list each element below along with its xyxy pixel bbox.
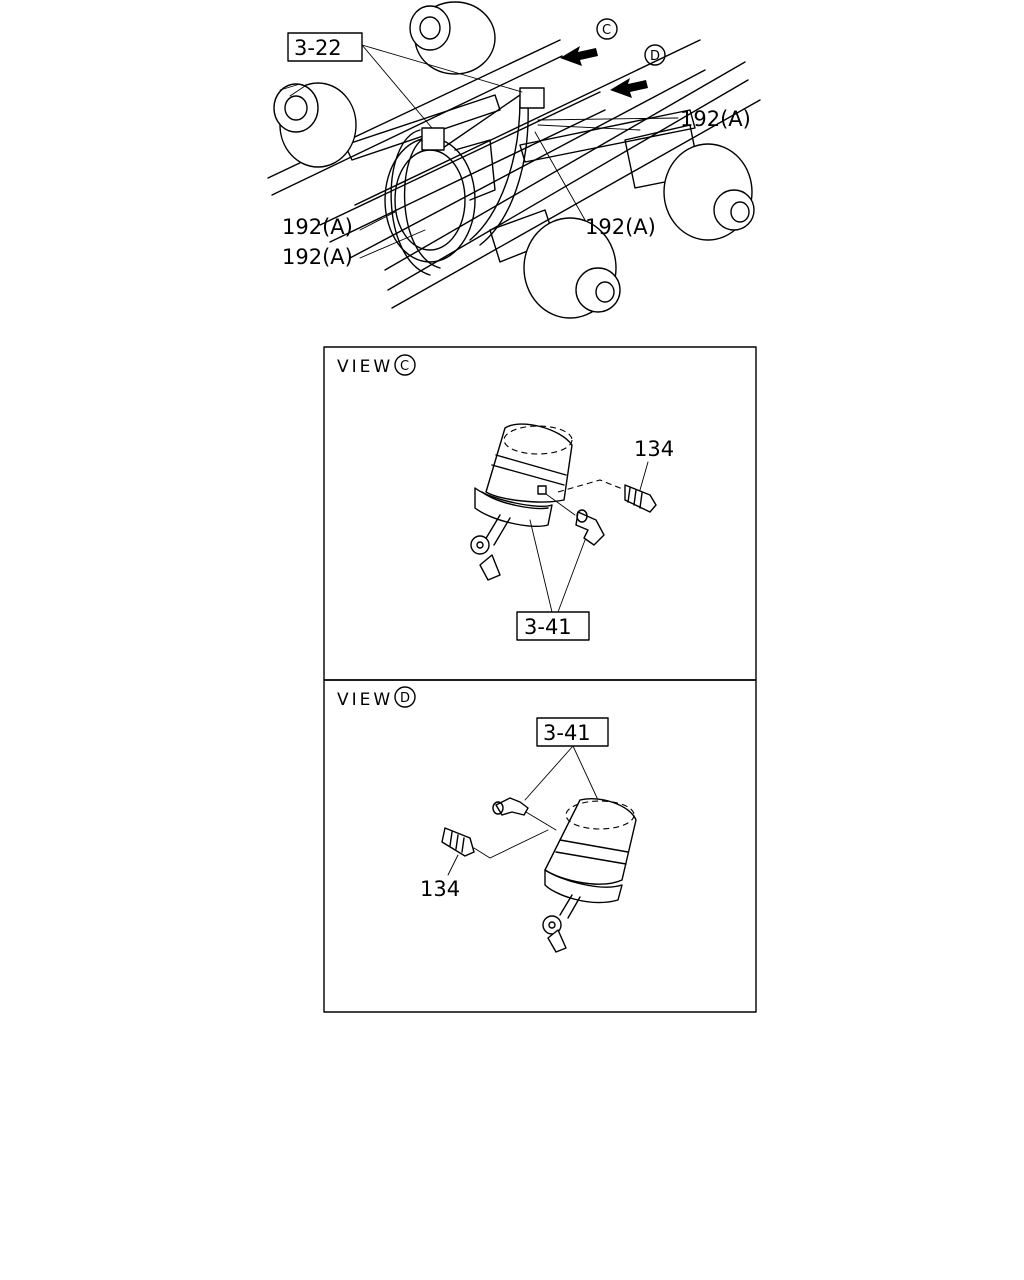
view-d-connector-134	[441, 827, 549, 876]
hub-right-rear	[523, 217, 621, 319]
view-d-letter: D	[400, 691, 410, 706]
ref-box-3-22	[287, 32, 363, 62]
view-c-connector-134	[557, 461, 657, 513]
view-c-ref-box	[516, 611, 590, 641]
hub-right-front	[663, 143, 755, 241]
circle-d-icon	[644, 44, 666, 66]
callout-192a-4: 192(A)	[282, 245, 353, 269]
view-d-frame	[323, 679, 757, 1013]
view-c-elbow-fitting	[545, 493, 605, 546]
view-d-title: VIEW	[337, 690, 393, 710]
arrow-c-icon	[560, 46, 598, 66]
view-d-panel: VIEW D 3-41 134	[323, 679, 757, 1013]
view-d-part-134-label: 134	[420, 877, 460, 901]
circle-c-icon	[596, 18, 618, 40]
view-c-panel: VIEW C 134	[323, 346, 757, 681]
chassis-overview: C D 3-22 192(A) 192(A) 192(A) 192(A)	[267, 1, 761, 319]
view-d-ref-box	[536, 717, 609, 747]
view-c-part-134-label: 134	[634, 437, 674, 461]
view-d-chamber	[542, 798, 637, 953]
view-c-circle-icon	[394, 354, 416, 376]
view-d-elbow-fitting	[492, 797, 557, 831]
callout-192a-3: 192(A)	[282, 215, 353, 239]
view-d-ref-box-label: 3-41	[543, 721, 591, 745]
ref-box-3-22-label: 3-22	[294, 36, 342, 60]
view-c-title: VIEW	[337, 357, 393, 377]
callout-192a-1: 192(A)	[680, 107, 751, 131]
arrow-d-letter: D	[650, 49, 660, 64]
view-c-ref-box-label: 3-41	[524, 615, 572, 639]
arrow-d-icon	[610, 78, 648, 98]
view-d-circle-icon	[394, 686, 416, 708]
arrow-c-letter: C	[602, 23, 611, 38]
hub-left-front	[409, 1, 496, 75]
callout-192a-2: 192(A)	[585, 215, 656, 239]
hub-left-rear	[273, 82, 357, 168]
view-c-letter: C	[400, 359, 409, 374]
view-c-chamber	[470, 423, 573, 581]
